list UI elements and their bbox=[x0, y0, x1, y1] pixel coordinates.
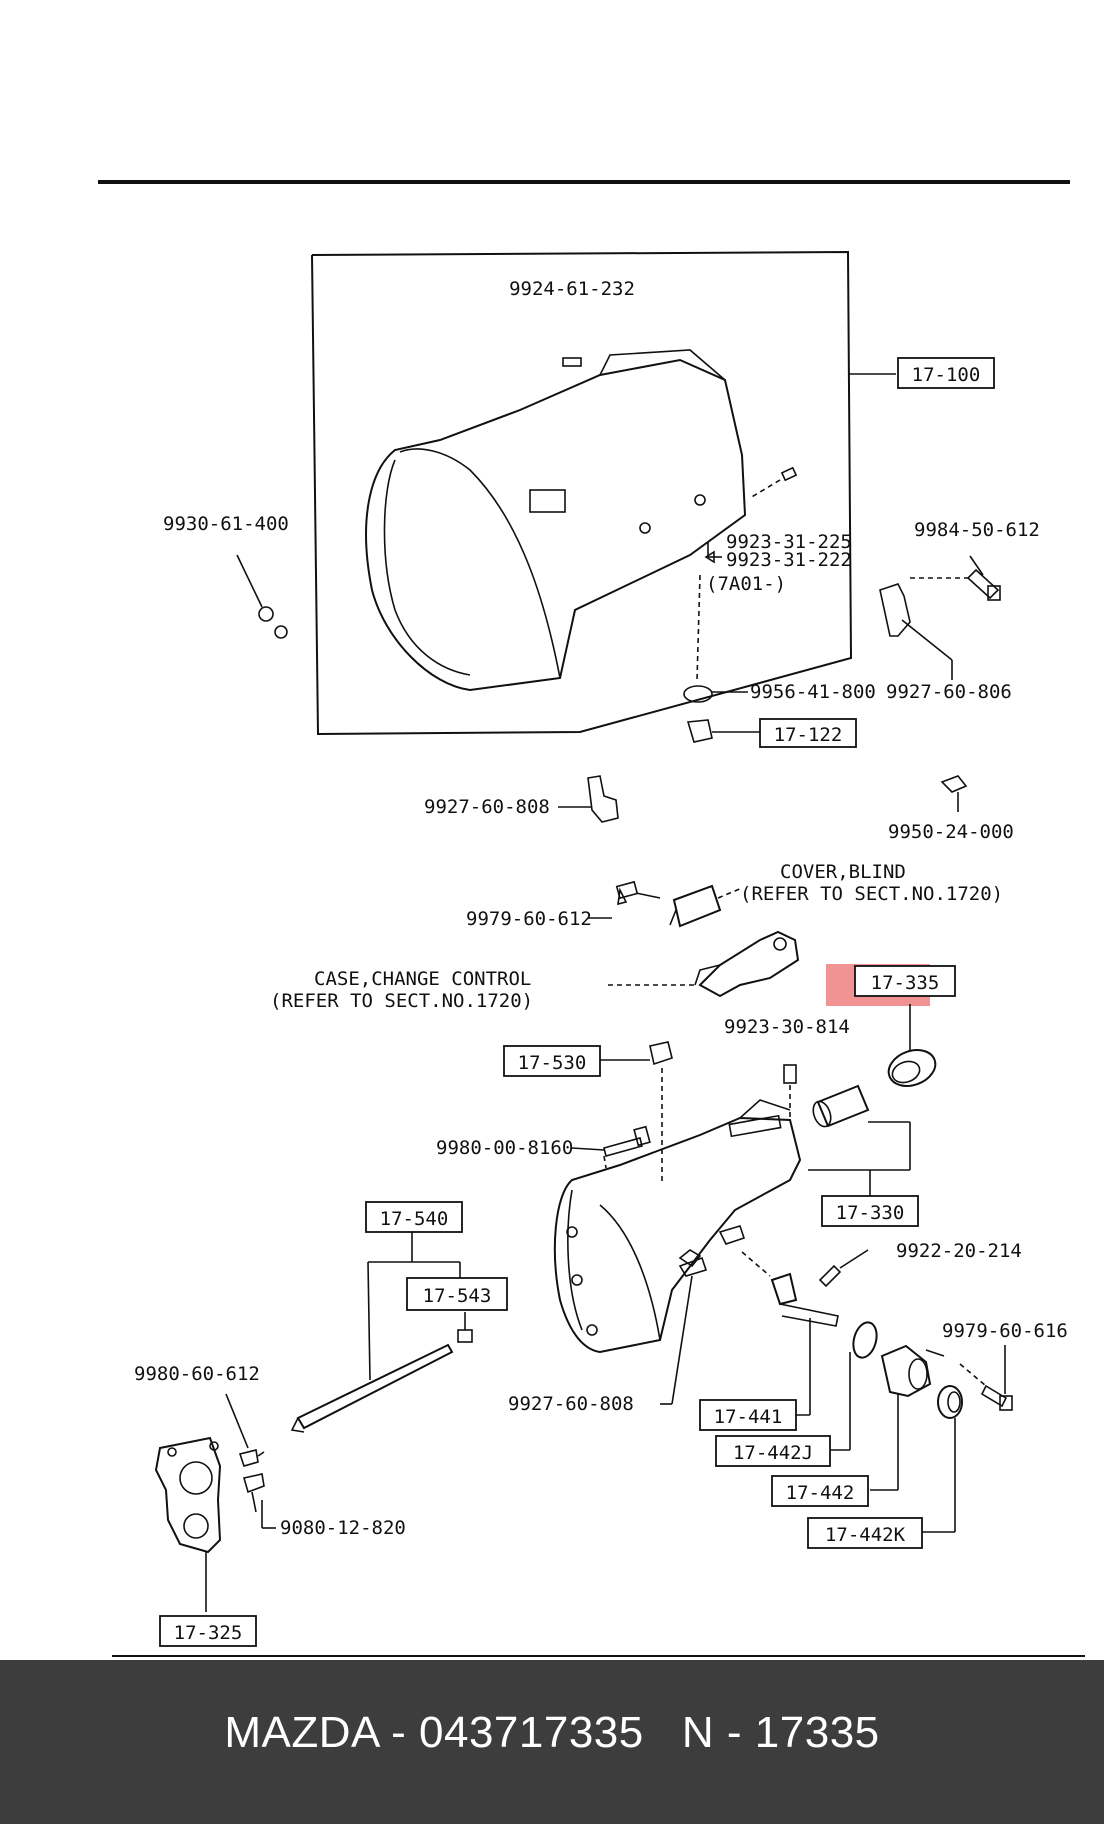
label-bushing: 17-330 bbox=[836, 1202, 905, 1224]
parts-diagram: 17-100 17-122 17-335 17-530 17-330 17-54… bbox=[98, 180, 1085, 1657]
plug-left-icon bbox=[236, 554, 288, 639]
cap-right-icon bbox=[940, 775, 968, 793]
pin-ext-icon bbox=[783, 1064, 797, 1084]
label-bracket-left: 9927-60-808 bbox=[424, 796, 550, 818]
label-cap-right: 9950-24-000 bbox=[888, 821, 1014, 843]
part-number-text: MAZDA - 043717335 N - 17335 bbox=[224, 1708, 880, 1757]
label-rod-shift: 17-540 bbox=[380, 1208, 449, 1230]
bolt-ext-icon bbox=[571, 1125, 651, 1169]
bolt-speedo-icon bbox=[818, 1249, 869, 1288]
label-gear-driven: 17-441 bbox=[714, 1406, 783, 1428]
label-washer-drain: 9956-41-800 bbox=[750, 681, 876, 703]
shift-rod-icon bbox=[290, 1218, 473, 1433]
bolt-bottom-right-icon bbox=[959, 1345, 1013, 1411]
bracket-right-top-icon bbox=[879, 583, 911, 637]
label-oring: 17-442J bbox=[733, 1442, 813, 1464]
label-seal-oil: 17-335 bbox=[871, 972, 940, 994]
bracket-left-icon bbox=[587, 775, 619, 823]
label-plug-ext: 17-530 bbox=[518, 1052, 587, 1074]
bolt-right-top-icon bbox=[910, 555, 1001, 601]
plug-ext-icon bbox=[649, 1041, 673, 1066]
washer-icon bbox=[683, 685, 713, 703]
label-seal-sleeve: 17-442K bbox=[825, 1524, 906, 1546]
part-number-banner: MAZDA - 043717335 N - 17335 bbox=[0, 1660, 1104, 1824]
seal-sleeve-icon bbox=[922, 1385, 963, 1533]
drain-plug-icon bbox=[686, 719, 713, 743]
label-sleeve: 17-442 bbox=[786, 1482, 855, 1504]
label-case-main: 17-100 bbox=[912, 364, 981, 386]
label-bolt-plate-b: 9080-12-820 bbox=[280, 1517, 406, 1539]
label-bolt-cover: 9979-60-612 bbox=[466, 908, 592, 930]
label-bolt-plate: 9980-60-612 bbox=[134, 1363, 260, 1385]
label-bolt-ext: 9980-00-8160 bbox=[436, 1137, 573, 1159]
label-cover-blind-ref: (REFER TO SECT.NO.1720) bbox=[740, 883, 1003, 905]
main-case-group bbox=[311, 250, 896, 736]
rod-sub-icon bbox=[457, 1329, 473, 1343]
oring-icon bbox=[852, 1321, 878, 1359]
bracket-bottom-icon bbox=[678, 1256, 708, 1277]
case-change-control-icon bbox=[608, 930, 800, 998]
label-bolt-speedo: 9922-20-214 bbox=[896, 1240, 1022, 1262]
label-cover-blind-title: COVER,BLIND bbox=[780, 861, 906, 883]
label-bracket-right-top: 9927-60-806 bbox=[886, 681, 1012, 703]
seal-oil-icon bbox=[887, 1004, 937, 1087]
label-bolt-bottom-right: 9979-60-616 bbox=[942, 1320, 1068, 1342]
label-pin-a: 9923-31-225 bbox=[726, 531, 852, 553]
label-pin-ext: 9923-30-814 bbox=[724, 1016, 850, 1038]
pin-top-icon bbox=[562, 357, 582, 367]
label-case-main-pin: 9924-61-232 bbox=[509, 278, 635, 300]
bushing-icon bbox=[808, 1084, 911, 1196]
label-pin-note: (7A01-) bbox=[706, 573, 786, 595]
label-case-change-title: CASE,CHANGE CONTROL bbox=[314, 968, 531, 990]
label-case-change-ref: (REFER TO SECT.NO.1720) bbox=[270, 990, 533, 1012]
label-bracket-bottom: 9927-60-808 bbox=[508, 1393, 634, 1415]
bolt-plate-b-icon bbox=[242, 1473, 276, 1529]
label-drain-plug: 17-122 bbox=[774, 724, 843, 746]
plate-gasket-icon bbox=[154, 1436, 222, 1612]
bolt-plate-icon bbox=[225, 1393, 265, 1467]
label-bolt-right-top: 9984-50-612 bbox=[914, 519, 1040, 541]
label-plug-left: 9930-61-400 bbox=[163, 513, 289, 535]
label-plate-gasket: 17-325 bbox=[174, 1622, 243, 1644]
extension-housing-icon bbox=[553, 1099, 802, 1354]
sleeve-icon bbox=[870, 1344, 945, 1491]
label-pin-b: 9923-31-222 bbox=[726, 549, 852, 571]
cover-blind-group bbox=[588, 880, 743, 928]
label-rod-sub: 17-543 bbox=[423, 1285, 492, 1307]
